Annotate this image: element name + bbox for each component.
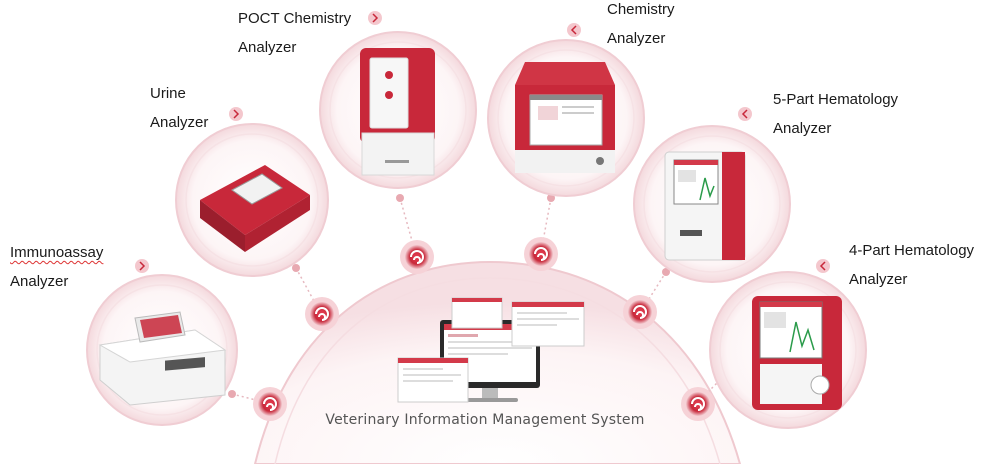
label-line2: Analyzer (150, 114, 209, 131)
device-circle-urine (175, 123, 329, 277)
link-node-icon (305, 297, 339, 331)
label-line2: Analyzer (849, 271, 908, 288)
label-line1: 5-Part Hematology (773, 91, 899, 108)
label-immunoassay: Immunoassay Analyzer (10, 238, 103, 296)
label-poct: POCT Chemistry Analyzer (238, 4, 351, 62)
label-line1: Urine (150, 85, 186, 102)
label-line1: POCT Chemistry (238, 10, 352, 27)
link-node-icon (253, 387, 287, 421)
device-circle-immunoassay (86, 274, 238, 426)
chevron-left-icon (567, 23, 581, 37)
label-line2: Analyzer (773, 120, 832, 137)
label-line1: Immunoassay (10, 244, 104, 261)
link-node-icons (253, 237, 715, 421)
device-circle-chemistry (487, 39, 645, 197)
chevron-right-icon (229, 107, 243, 121)
chevron-left-icon (738, 107, 752, 121)
label-hema4: 4-Part Hematology Analyzer (849, 236, 974, 294)
label-line2: Analyzer (607, 30, 666, 47)
label-arrow-markers (135, 11, 830, 273)
label-chemistry: Chemistry Analyzer (607, 0, 675, 53)
device-circle-hema5 (633, 125, 791, 283)
label-line1: 4-Part Hematology (849, 242, 975, 259)
system-title: Veterinary Information Management System (325, 412, 645, 428)
link-node-icon (623, 295, 657, 329)
chevron-right-icon (135, 259, 149, 273)
label-line1: Chemistry (607, 1, 675, 18)
device-circle-hema4 (709, 271, 867, 429)
chevron-left-icon (816, 259, 830, 273)
label-line2: Analyzer (238, 39, 297, 56)
label-hema5: 5-Part Hematology Analyzer (773, 85, 898, 143)
link-node-icon (681, 387, 715, 421)
label-urine: Urine Analyzer (150, 79, 208, 137)
device-circle-poct (319, 31, 477, 189)
link-node-icon (524, 237, 558, 271)
computer-illustration (397, 297, 585, 403)
chevron-right-icon (368, 11, 382, 25)
label-line2: Analyzer (10, 273, 69, 290)
link-node-icon (400, 240, 434, 274)
